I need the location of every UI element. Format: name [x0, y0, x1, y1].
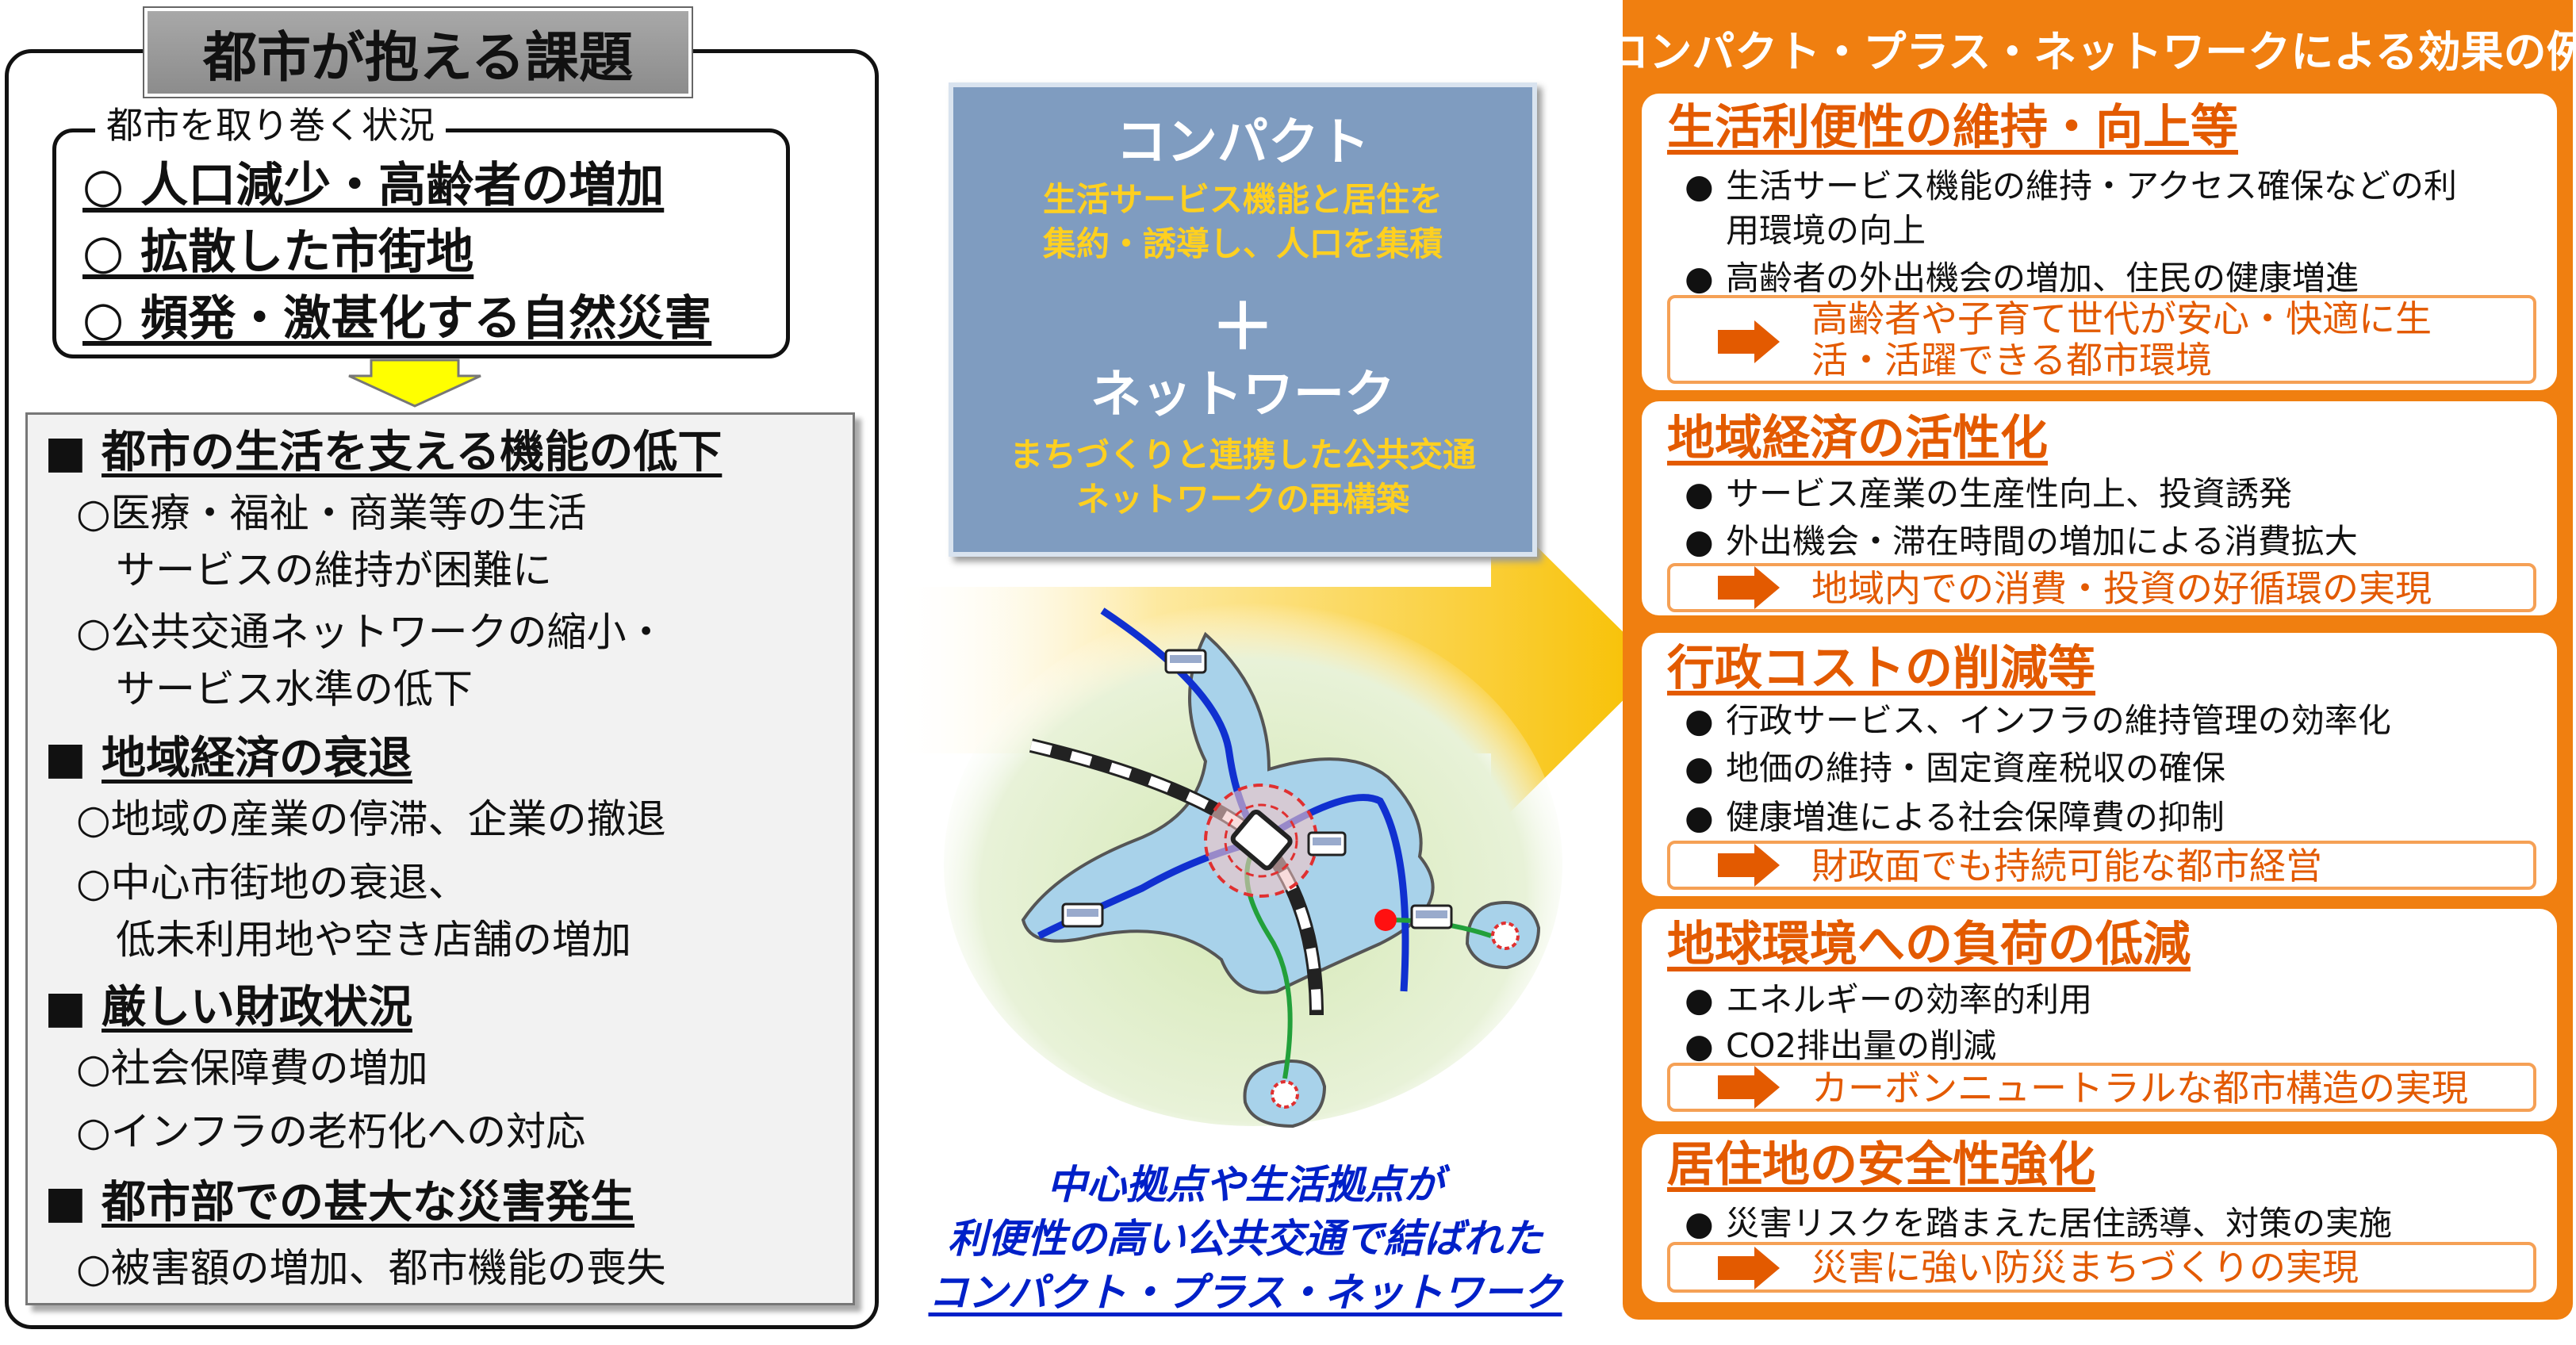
effect-item: ●エネルギーの効率的利用	[1685, 980, 2093, 1019]
bus-icon	[1307, 831, 1347, 856]
effect-item: ●CO2排出量の削減	[1685, 1026, 1997, 1065]
result-arrow-icon	[1718, 566, 1780, 609]
effect-card	[1642, 1134, 2557, 1302]
situation-item: ○ 人口減少・高齢者の増加	[82, 158, 665, 213]
effect-result-box	[1667, 1063, 2536, 1112]
result-arrow-icon	[1718, 844, 1780, 887]
issue-heading: ■厳しい財政状況	[44, 982, 412, 1033]
effect-card	[1642, 633, 2557, 896]
effect-result-box	[1667, 841, 2536, 890]
effect-card	[1642, 401, 2557, 615]
issue-item: ○社会保障費の増加	[76, 1045, 428, 1091]
issue-heading: ■地域経済の衰退	[44, 733, 412, 784]
effect-card	[1642, 909, 2557, 1121]
effect-item-continued: 用環境の向上	[1726, 211, 1926, 250]
effect-result-line: 災害に強い防災まちづくりの実現	[1811, 1246, 2359, 1289]
bus-icon	[1164, 649, 1207, 674]
issue-item: 低未利用地や空き店舗の増加	[76, 917, 631, 963]
issue-item: ○公共交通ネットワークの縮小・	[76, 609, 666, 655]
issue-heading: ■都市の生活を支える機能の低下	[44, 427, 723, 478]
result-arrow-icon	[1718, 1066, 1780, 1109]
issue-heading: ■都市部での甚大な災害発生	[44, 1177, 634, 1228]
bus-icon	[1061, 902, 1104, 928]
compact-desc-line: 生活サービス機能と居住を	[1042, 180, 1443, 219]
effect-card	[1642, 94, 2557, 390]
network-desc-line: まちづくりと連携した公共交通	[1009, 435, 1476, 474]
result-arrow-icon	[1718, 1247, 1780, 1289]
effect-result-line: 財政面でも持続可能な都市経営	[1811, 845, 2322, 887]
effect-result-box	[1667, 563, 2536, 612]
effect-result-box	[1667, 295, 2536, 384]
issues-box	[25, 412, 855, 1305]
effect-item: ●高齢者の外出機会の増加、住民の健康増進	[1685, 259, 2359, 297]
station-icon	[1230, 810, 1293, 871]
effect-result-box	[1667, 1242, 2536, 1293]
effect-item: ●災害リスクを踏まえた居住誘導、対策の実施	[1685, 1204, 2393, 1243]
issue-item: サービス水準の低下	[76, 666, 473, 712]
situation-item: ○ 頻発・激甚化する自然災害	[82, 291, 712, 347]
hub-stop-icon	[1374, 909, 1397, 931]
issue-item: ○医療・福祉・商業等の生活	[76, 490, 587, 536]
effect-result-line: 地域内での消費・投資の好循環の実現	[1811, 567, 2432, 610]
compact-desc-line: 集約・誘導し、人口を集積	[1042, 224, 1443, 263]
issue-item: ○中心市街地の衰退、	[76, 860, 468, 906]
network-caption-line: 利便性の高い公共交通で結ばれた	[948, 1216, 1543, 1262]
issue-item: ○インフラの老朽化への対応	[76, 1109, 586, 1155]
plus-sign: ＋	[1211, 290, 1275, 364]
situation-label: 都市を取り巻く状況	[95, 102, 446, 149]
effect-item: ●行政サービス、インフラの維持管理の効率化	[1685, 701, 2391, 740]
issues-panel-title: 都市が抱える課題	[144, 8, 692, 97]
compact-network-box: コンパクト 生活サービス機能と居住を 集約・誘導し、人口を集積 ＋ ネットワーク…	[949, 82, 1537, 557]
situation-item: ○ 拡散した市街地	[82, 224, 474, 280]
effect-item: ●地価の維持・固定資産税収の確保	[1685, 749, 2226, 787]
network-desc-line: ネットワークの再構築	[1075, 480, 1409, 519]
issue-item: ○地域の産業の停滞、企業の撤退	[76, 796, 666, 842]
effect-item: ●健康増進による社会保障費の抑制	[1685, 798, 2225, 837]
issue-item: サービスの維持が困難に	[76, 547, 552, 593]
effects-panel-title: コンパクト・プラス・ネットワークによる効果の例	[1606, 26, 2576, 77]
effect-title: 地域経済の活性化	[1667, 411, 2048, 466]
effect-title: 行政コストの削減等	[1667, 641, 2095, 696]
effect-title: 生活利便性の維持・向上等	[1667, 100, 2238, 155]
down-arrow-icon	[348, 358, 481, 408]
network-caption-line: コンパクト・プラス・ネットワーク	[928, 1270, 1562, 1316]
compact-city-map-illustration	[944, 603, 1562, 1128]
effect-item: ●サービス産業の生産性向上、投資誘発	[1685, 474, 2293, 513]
network-title: ネットワーク	[1091, 366, 1395, 424]
compact-title: コンパクト	[1116, 113, 1370, 172]
network-caption-line: 中心拠点や生活拠点が	[1047, 1162, 1443, 1208]
effect-item: ●外出機会・滞在時間の増加による消費拡大	[1685, 522, 2358, 561]
effect-item: ●生活サービス機能の維持・アクセス確保などの利	[1685, 167, 2457, 205]
result-arrow-icon	[1718, 320, 1780, 363]
effect-title: 居住地の安全性強化	[1667, 1137, 2095, 1193]
effect-result-line: 高齢者や子育て世代が安心・快適に生	[1811, 297, 2432, 340]
bus-icon	[1410, 904, 1453, 929]
effect-title: 地球環境への負荷の低減	[1667, 917, 2191, 972]
issue-item: ○被害額の増加、都市機能の喪失	[76, 1245, 666, 1291]
effect-result-line: カーボンニュートラルな都市構造の実現	[1811, 1067, 2468, 1109]
effect-result-line: 活・活躍できる都市環境	[1811, 339, 2213, 381]
